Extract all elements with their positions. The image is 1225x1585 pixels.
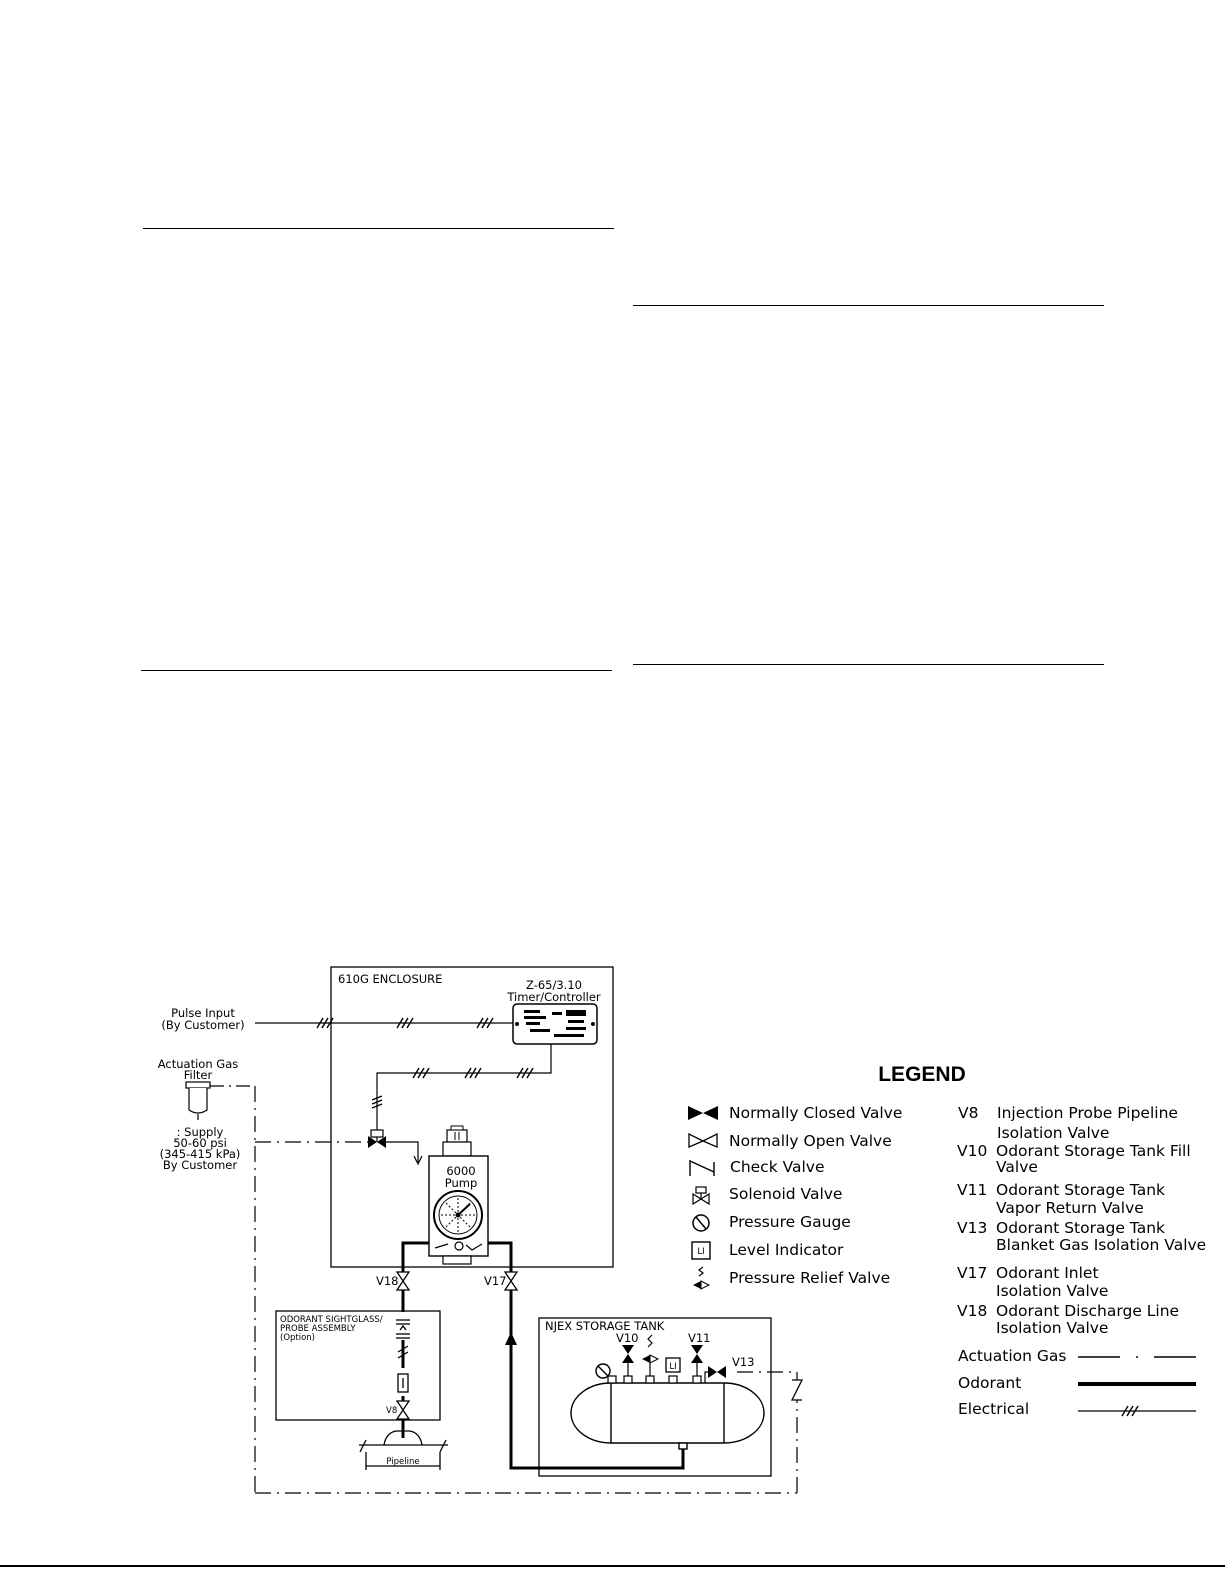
timer-controller-icon: [512, 1003, 598, 1045]
supply-label-1: : Supply: [177, 1125, 224, 1139]
legend-valve-v13-line1: Odorant Storage Tank: [996, 1219, 1165, 1237]
v11-label: V11: [688, 1331, 711, 1345]
pulse-input-label-1: Pulse Input: [171, 1006, 235, 1020]
level-indicator-legend-icon: LI: [691, 1241, 711, 1260]
actuation-gas-line: [254, 1086, 798, 1494]
legend-valve-v17-line2: Isolation Valve: [996, 1282, 1108, 1300]
legend-valve-v11-line2: Vapor Return Valve: [996, 1199, 1144, 1217]
storage-tank-box: [538, 1317, 772, 1477]
v10-valve: [622, 1345, 634, 1363]
storage-tank: [570, 1382, 765, 1450]
legend-line-actuation-gas: Actuation Gas: [958, 1347, 1066, 1365]
v8-label: V8: [386, 1406, 397, 1416]
sightglass-label-1: ODORANT SIGHTGLASS/: [280, 1315, 383, 1325]
v17-label: V17: [484, 1274, 507, 1288]
legend-symbol-4: Solenoid Valve: [729, 1185, 842, 1203]
legend-line-odorant: Odorant: [958, 1374, 1021, 1392]
level-indicator-icon: [665, 1357, 681, 1373]
filter-label-1: Actuation Gas: [158, 1057, 238, 1071]
v11-valve: [691, 1345, 703, 1363]
svg-text:LI: LI: [697, 1247, 704, 1257]
v17-valve: [504, 1271, 518, 1291]
solenoid-wire: [376, 1044, 552, 1130]
rule-left-mid: [141, 670, 612, 671]
v10-label: V10: [616, 1331, 639, 1345]
rule-right-top: [633, 305, 1104, 306]
pump-label-2: Pump: [445, 1176, 478, 1190]
sightglass-label-2: PROBE ASSEMBLY: [280, 1324, 356, 1334]
sightglass-box: [275, 1310, 441, 1421]
legend-symbol-6: Level Indicator: [729, 1241, 844, 1259]
tank-fittings: [607, 1375, 702, 1384]
supply-label-2: 50-60 psi: [173, 1136, 227, 1150]
legend-symbol-2: Normally Open Valve: [729, 1132, 892, 1150]
normally-open-valve-icon: [688, 1132, 718, 1148]
pressure-relief-valve-icon: [693, 1266, 711, 1290]
li-label: LI: [669, 1362, 676, 1372]
v8-valve: [396, 1400, 410, 1420]
legend-valve-v10-line2: Valve: [996, 1158, 1038, 1176]
filter-label-2: Filter: [184, 1068, 213, 1082]
legend-symbol-3: Check Valve: [730, 1158, 825, 1176]
v13-valve: [708, 1366, 726, 1378]
legend-valve-v13-id: V13: [957, 1219, 987, 1237]
rule-left-top: [143, 228, 614, 229]
check-valve-icon: [689, 1160, 715, 1176]
legend-symbol-1: Normally Closed Valve: [729, 1104, 902, 1122]
supply-label-3: (345-415 kPa): [160, 1147, 241, 1161]
filter-icon: [185, 1081, 211, 1120]
v18-valve: [396, 1271, 410, 1291]
legend-valve-v8-id: V8: [958, 1104, 978, 1122]
enclosure-label: 610G ENCLOSURE: [338, 972, 442, 986]
solenoid-valve: [368, 1129, 386, 1148]
legend-symbol-5: Pressure Gauge: [729, 1213, 851, 1231]
enclosure-box: [330, 966, 614, 1268]
rule-bottom: [0, 1565, 1225, 1567]
v18-label: V18: [376, 1274, 399, 1288]
sightglass-label-3: (Option): [280, 1333, 315, 1343]
v13-label: V13: [732, 1355, 755, 1369]
tank-label: NJEX STORAGE TANK: [545, 1319, 665, 1333]
legend-valve-v17-line1: Odorant Inlet: [996, 1264, 1099, 1282]
pressure-gauge-legend-icon: [692, 1214, 710, 1232]
controller-label-1: Z-65/3.10: [526, 978, 582, 992]
legend-valve-v8-line1: Injection Probe Pipeline: [997, 1104, 1178, 1122]
legend-valve-v18-line2: Isolation Valve: [996, 1319, 1108, 1337]
legend-valve-v11-line1: Odorant Storage Tank: [996, 1181, 1165, 1199]
legend-valve-v18-id: V18: [957, 1302, 987, 1320]
legend-valve-v8-line2: Isolation Valve: [997, 1124, 1109, 1142]
sightglass-fittings: [396, 1319, 410, 1393]
odorant-line: [401, 1241, 685, 1470]
legend-valve-v10-line1: Odorant Storage Tank Fill: [996, 1142, 1191, 1160]
legend-valve-v11-id: V11: [957, 1181, 987, 1199]
legend-valve-v13-line2: Blanket Gas Isolation Valve: [996, 1236, 1206, 1254]
supply-label-4: By Customer: [163, 1158, 237, 1172]
legend-valve-v17-id: V17: [957, 1264, 987, 1282]
pump-label-1: 6000: [446, 1164, 475, 1178]
pipeline-section: [359, 1430, 448, 1470]
normally-closed-valve-icon: [688, 1106, 718, 1120]
pump-6000: [428, 1125, 489, 1265]
rule-right-mid: [633, 664, 1104, 665]
pipeline-label: Pipeline: [386, 1457, 419, 1467]
legend-line-electrical: Electrical: [958, 1400, 1029, 1418]
solenoid-valve-icon: [692, 1186, 710, 1206]
pulse-input-label-2: (By Customer): [161, 1018, 244, 1032]
legend-symbol-7: Pressure Relief Valve: [729, 1269, 890, 1287]
legend-valve-v10-id: V10: [957, 1142, 987, 1160]
relief-valve-icon: [642, 1334, 660, 1376]
legend-title: LEGEND: [878, 1063, 966, 1086]
legend-valve-v18-line1: Odorant Discharge Line: [996, 1302, 1179, 1320]
controller-label-2: Timer/Controller: [506, 990, 601, 1004]
